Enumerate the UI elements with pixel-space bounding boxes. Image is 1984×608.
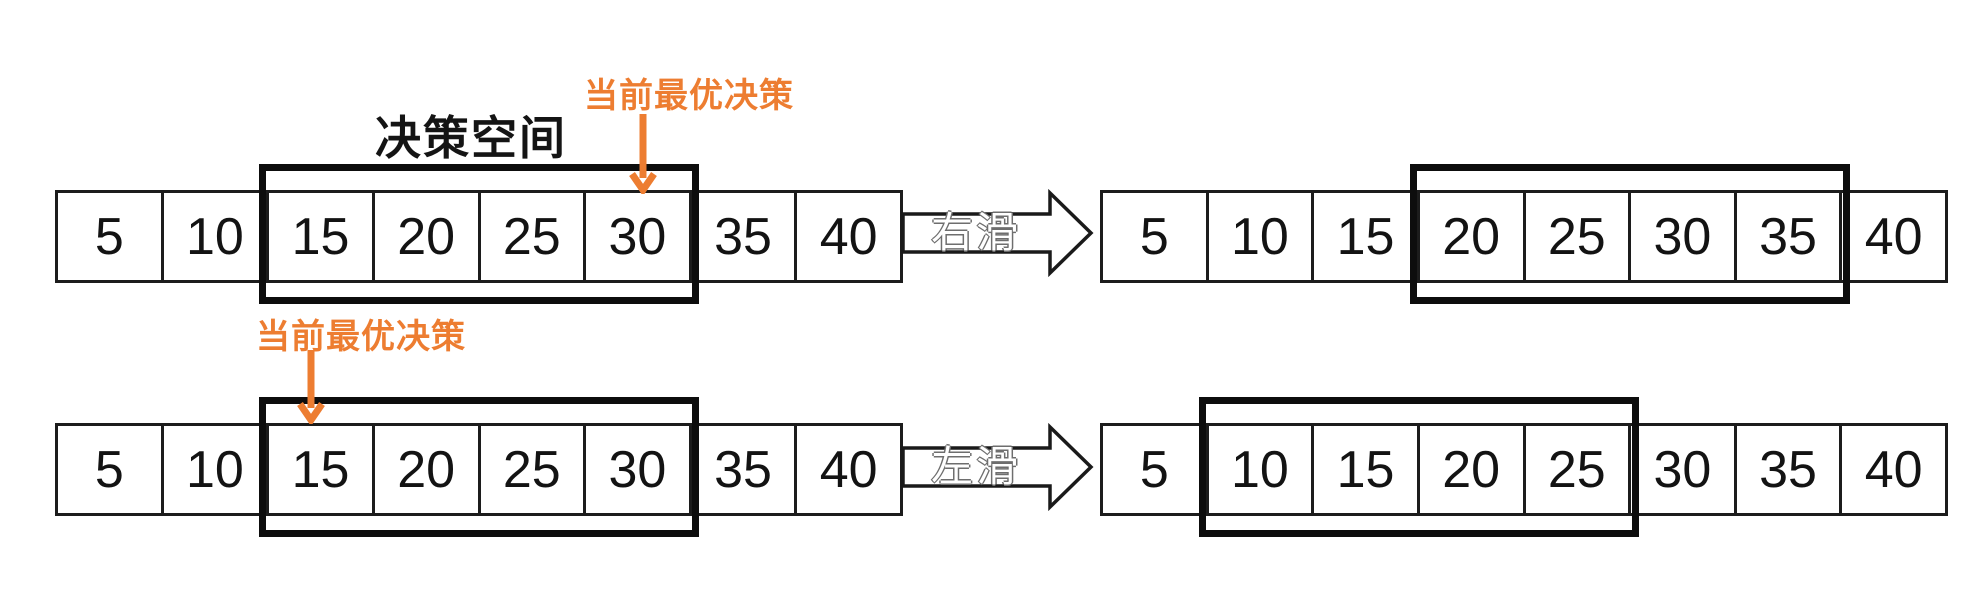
decision-space-label: 决策空间 xyxy=(375,112,567,164)
array-cell: 40 xyxy=(797,193,900,280)
array-cell: 30 xyxy=(586,426,692,513)
array-cell: 25 xyxy=(480,426,587,513)
array-cell: 10 xyxy=(163,426,270,513)
array-cell: 10 xyxy=(1208,426,1315,513)
array-cell: 20 xyxy=(374,426,481,513)
slide-left-block-arrow-icon xyxy=(901,423,1094,511)
current-best-pointer-arrow-top xyxy=(629,114,657,194)
array-cell: 35 xyxy=(691,426,798,513)
array-cell: 5 xyxy=(1103,193,1209,280)
array-cell: 5 xyxy=(58,426,164,513)
array-cell: 20 xyxy=(1419,426,1526,513)
array-cell: 20 xyxy=(1419,193,1526,280)
decision-window-top-left xyxy=(259,164,699,304)
decision-window-bottom-right xyxy=(1199,397,1639,537)
array-cell: 30 xyxy=(1631,193,1737,280)
current-best-pointer-arrow-bottom xyxy=(297,350,325,424)
array-cell: 10 xyxy=(163,193,270,280)
slide-right-label: 右滑 xyxy=(930,209,1021,256)
array-cell: 15 xyxy=(1314,193,1420,280)
array-cell: 30 xyxy=(586,193,692,280)
array-cell: 10 xyxy=(1208,193,1315,280)
array-cell: 40 xyxy=(1842,426,1945,513)
array-cell: 25 xyxy=(1525,426,1632,513)
array-cell: 15 xyxy=(1314,426,1420,513)
array-cell: 40 xyxy=(1842,193,1945,280)
array-cell: 40 xyxy=(797,426,900,513)
array-cell: 25 xyxy=(480,193,587,280)
array-cell: 25 xyxy=(1525,193,1632,280)
array-cell: 5 xyxy=(58,193,164,280)
array-cell: 5 xyxy=(1103,426,1209,513)
slide-left-label: 左滑 xyxy=(930,443,1021,490)
array-cell: 35 xyxy=(691,193,798,280)
array-cell: 15 xyxy=(269,426,375,513)
array-cell: 20 xyxy=(374,193,481,280)
slide-right-block-arrow-icon xyxy=(901,189,1094,277)
current-best-label-bottom: 当前最优决策 xyxy=(256,318,466,356)
decision-window-bottom-left xyxy=(259,397,699,537)
array-cell: 35 xyxy=(1736,193,1843,280)
current-best-label-top: 当前最优决策 xyxy=(584,77,794,115)
decision-window-top-right xyxy=(1410,164,1850,304)
array-cell: 15 xyxy=(269,193,375,280)
array-cell: 30 xyxy=(1631,426,1737,513)
array-cell: 35 xyxy=(1736,426,1843,513)
